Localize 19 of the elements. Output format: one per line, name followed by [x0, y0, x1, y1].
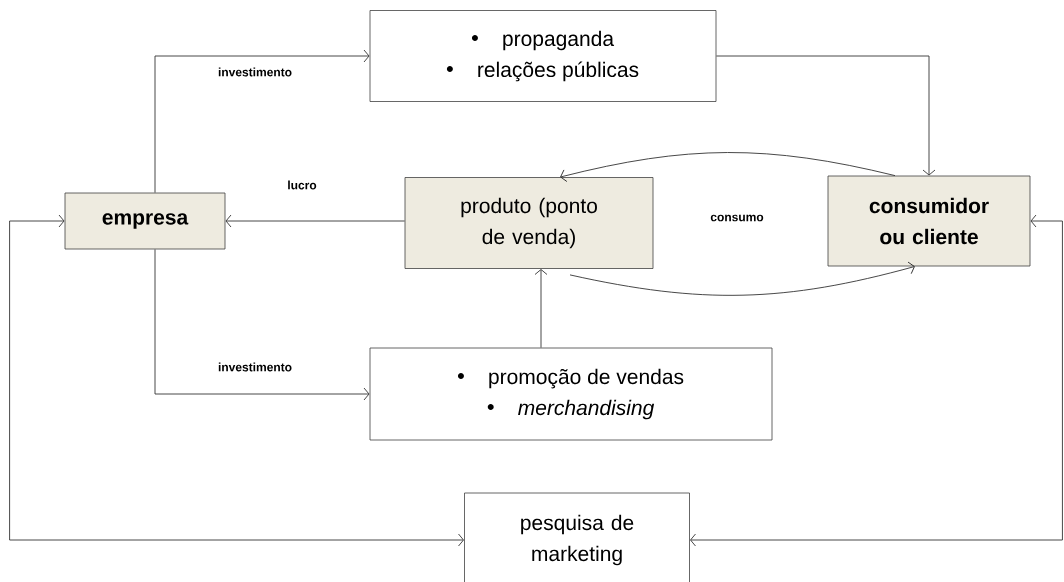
- edge-label: lucro: [286, 179, 318, 191]
- edge-label: investimento: [217, 66, 293, 78]
- process-box: promoção de vendas merchandising: [369, 347, 773, 441]
- process-box: empresa: [64, 192, 226, 250]
- arrow: [560, 152, 896, 182]
- arrow: [690, 214, 1063, 547]
- edge-label: investimento: [217, 361, 293, 373]
- process-box: produto (ponto de venda): [404, 177, 654, 269]
- arrow: [154, 248, 370, 401]
- arrow: [225, 214, 406, 228]
- process-box: propaganda relações públicas: [369, 10, 717, 102]
- arrow: [154, 49, 370, 194]
- process-box: consumidor ou cliente: [827, 175, 1031, 267]
- process-box: pesquisa de marketing: [464, 492, 690, 582]
- arrow: [534, 269, 548, 349]
- flow-label: consumo: [710, 214, 764, 222]
- arrow: [569, 261, 915, 296]
- arrow: [9, 214, 464, 547]
- arrow: [715, 55, 936, 176]
